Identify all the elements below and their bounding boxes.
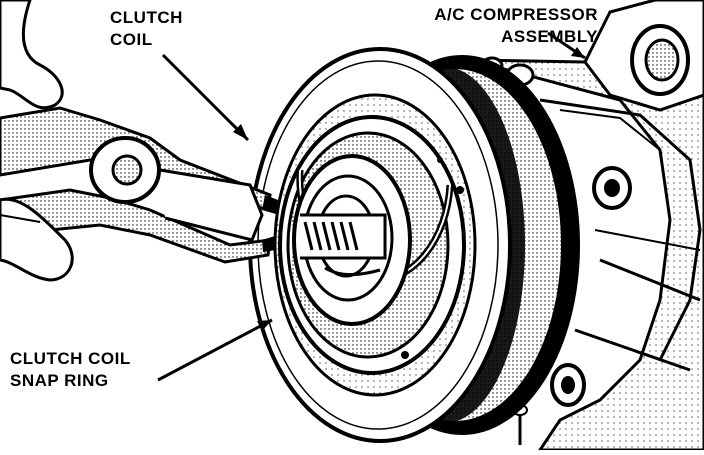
label-compressor-line1: A/C COMPRESSOR — [434, 5, 598, 24]
label-compressor-assembly: A/C COMPRESSOR ASSEMBLY — [398, 4, 598, 48]
shaft-hub — [292, 154, 412, 326]
snap-ring-pliers — [0, 106, 278, 264]
mounting-ear — [583, 0, 704, 112]
label-compressor-line2: ASSEMBLY — [501, 27, 598, 46]
label-clutch-coil-line1: CLUTCH — [110, 8, 183, 27]
label-snap-ring-line1: CLUTCH COIL — [10, 349, 131, 368]
hand — [0, 0, 74, 282]
label-clutch-coil-snap-ring: CLUTCH COIL SNAP RING — [10, 348, 131, 392]
label-clutch-coil-line2: COIL — [110, 30, 153, 49]
leader-clutch-coil — [161, 53, 250, 142]
label-snap-ring-line2: SNAP RING — [10, 371, 109, 390]
leader-snap-ring — [157, 318, 273, 382]
leader-arrowheads — [233, 47, 585, 331]
shaft-threads — [303, 221, 359, 251]
label-clutch-coil: CLUTCH COIL — [110, 7, 183, 51]
